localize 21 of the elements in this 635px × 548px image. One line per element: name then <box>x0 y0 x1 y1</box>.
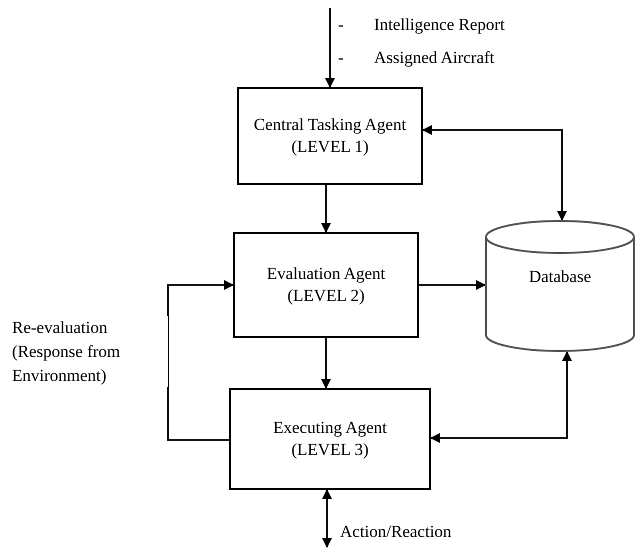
process-box <box>233 232 419 338</box>
process-box <box>229 388 431 490</box>
edge-label: Re-evaluation (Response from Environment) <box>12 316 168 388</box>
node-label: Evaluation Agent (LEVEL 2) <box>266 262 386 307</box>
annotation-text: Intelligence Report <box>374 14 505 36</box>
process-box <box>237 87 423 185</box>
node-label: Database <box>528 266 592 288</box>
arrow <box>422 125 567 221</box>
node-label: Executing Agent (LEVEL 3) <box>272 416 388 461</box>
annotation-text: Assigned Aircraft <box>374 47 494 69</box>
node-label: Central Tasking Agent (LEVEL 1) <box>252 114 408 158</box>
arrow <box>430 351 572 443</box>
arrow <box>321 185 331 233</box>
database-cylinder <box>485 220 635 352</box>
arrow <box>419 280 486 290</box>
annotation-text: - <box>338 47 344 69</box>
arrow <box>325 8 335 88</box>
arrow <box>322 489 332 548</box>
arrow <box>321 338 331 389</box>
arrow <box>167 280 234 441</box>
annotation-text: - <box>338 14 344 36</box>
